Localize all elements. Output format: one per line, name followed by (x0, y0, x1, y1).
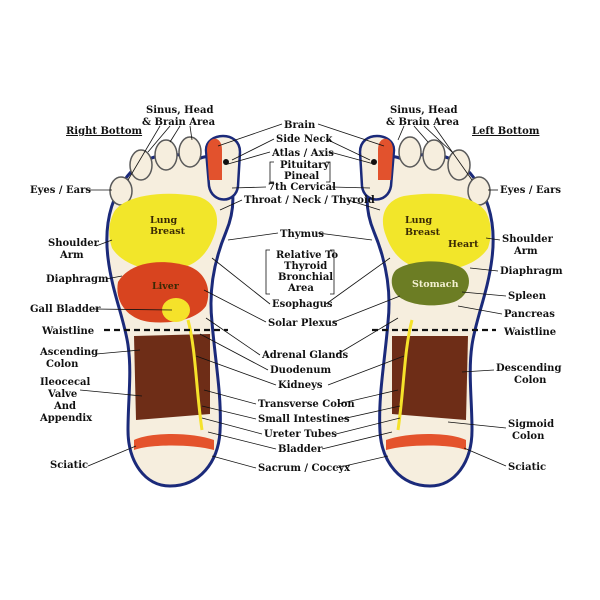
left-intestine-zone (392, 336, 468, 420)
label-sciatic-left: Sciatic (508, 462, 546, 473)
label-sacrum-coccyx: Sacrum / Coccyx (258, 463, 351, 474)
label-atlas-axis: Atlas / Axis (271, 148, 334, 159)
label-small-intestines: Small Intestines (258, 414, 350, 425)
zone-lung-breast-right-line1: Lung (150, 215, 177, 226)
label-pancreas: Pancreas (504, 309, 555, 320)
label-bladder: Bladder (278, 444, 323, 455)
label-shoulder-right-1: Shoulder (48, 238, 100, 249)
label-gall-bladder: Gall Bladder (30, 304, 101, 315)
label-ileocecal-1: Ileocecal (40, 377, 91, 388)
right-intestine-zone (134, 334, 210, 420)
label-relative-thyroid-2: Thyroid (284, 261, 327, 272)
leader-lines (79, 123, 507, 469)
right-toe-3 (154, 139, 178, 171)
left-foot (358, 134, 495, 488)
label-sciatic-right: Sciatic (50, 460, 88, 471)
label-sinus-right-1: Sinus, Head (146, 105, 213, 116)
bracket-thyroid-left (265, 249, 270, 295)
label-descending-colon-1: Descending (496, 363, 561, 374)
label-ileocecal-3: And (53, 401, 76, 412)
label-sinus-left-1: Sinus, Head (390, 105, 457, 116)
left-toe-2 (398, 136, 422, 168)
right-foot (105, 134, 242, 488)
label-shoulder-right-2: Arm (59, 250, 84, 261)
label-side-neck: Side Neck (276, 134, 333, 145)
zone-stomach: Stomach (412, 279, 459, 290)
left-toe-4 (447, 149, 471, 181)
label-seventh-cervical: 7th Cervical (268, 182, 336, 193)
label-adrenal-glands: Adrenal Glands (261, 350, 348, 361)
zone-lung-left-line3: Heart (448, 239, 479, 250)
label-solar-plexus: Solar Plexus (268, 318, 338, 329)
bracket-thyroid-right (330, 249, 335, 295)
right-ureter-line (186, 319, 204, 431)
label-throat-neck-thyroid: Throat / Neck / Thyroid (244, 195, 375, 206)
right-toe-4 (129, 149, 153, 181)
label-eyes-ears-right: Eyes / Ears (30, 185, 91, 196)
label-sigmoid-colon-1: Sigmoid (508, 419, 554, 430)
left-pituitary-dot (371, 159, 377, 165)
left-stomach-zone (391, 261, 469, 306)
label-pituitary: Pituitary (280, 160, 330, 171)
label-sigmoid-colon-2: Colon (512, 431, 545, 442)
left-sciatic-band (386, 434, 466, 450)
right-pituitary-dot (223, 159, 229, 165)
label-diaphragm-left: Diaphragm (500, 266, 563, 277)
right-toe-2 (178, 136, 202, 168)
label-ileocecal-2: Valve (47, 389, 77, 400)
bracket-pituitary-left (269, 161, 274, 183)
left-ureter-line (396, 319, 414, 431)
label-descending-colon-2: Colon (514, 375, 547, 386)
title-left-bottom: Left Bottom (472, 126, 540, 137)
title-right-bottom: Right Bottom (66, 126, 143, 137)
label-ureter-tubes: Ureter Tubes (264, 429, 337, 440)
label-relative-thyroid-3: Bronchial (278, 272, 333, 283)
label-thymus: Thymus (280, 229, 324, 240)
label-ileocecal-4: Appendix (39, 413, 93, 424)
right-big-toe-brain-zone (207, 138, 222, 180)
label-sinus-right-2: & Brain Area (142, 117, 216, 128)
zone-lung-left-line2: Breast (405, 227, 441, 238)
label-relative-thyroid-4: Area (287, 283, 314, 294)
zone-liver: Liver (152, 281, 180, 292)
label-esophagus: Esophagus (272, 299, 333, 310)
label-brain: Brain (284, 120, 316, 131)
label-transverse-colon: Transverse Colon (258, 399, 355, 410)
label-duodenum: Duodenum (270, 365, 332, 376)
left-toe-3 (422, 139, 446, 171)
label-shoulder-left-2: Arm (513, 246, 538, 257)
label-kidneys: Kidneys (278, 380, 323, 391)
left-big-toe-brain-zone (378, 138, 393, 180)
right-gallbladder-zone (162, 298, 190, 322)
label-sinus-left-2: & Brain Area (386, 117, 460, 128)
label-diaphragm-right: Diaphragm (46, 274, 109, 285)
label-relative-thyroid-1: Relative To (276, 250, 338, 261)
label-waistline-right: Waistline (41, 326, 94, 337)
label-ascending-colon-2: Colon (46, 359, 79, 370)
label-pineal: Pineal (284, 171, 319, 182)
bracket-pituitary-right (326, 161, 331, 183)
zone-lung-breast-right-line2: Breast (150, 226, 186, 237)
label-eyes-ears-left: Eyes / Ears (500, 185, 561, 196)
label-ascending-colon-1: Ascending (39, 347, 98, 358)
left-lung-zone (382, 193, 491, 271)
label-shoulder-left-1: Shoulder (502, 234, 554, 245)
label-spleen: Spleen (508, 291, 547, 302)
zone-lung-left-line1: Lung (405, 215, 432, 226)
right-lung-zone (109, 193, 218, 271)
label-waistline-left: Waistline (503, 327, 556, 338)
right-sciatic-band (134, 434, 214, 450)
